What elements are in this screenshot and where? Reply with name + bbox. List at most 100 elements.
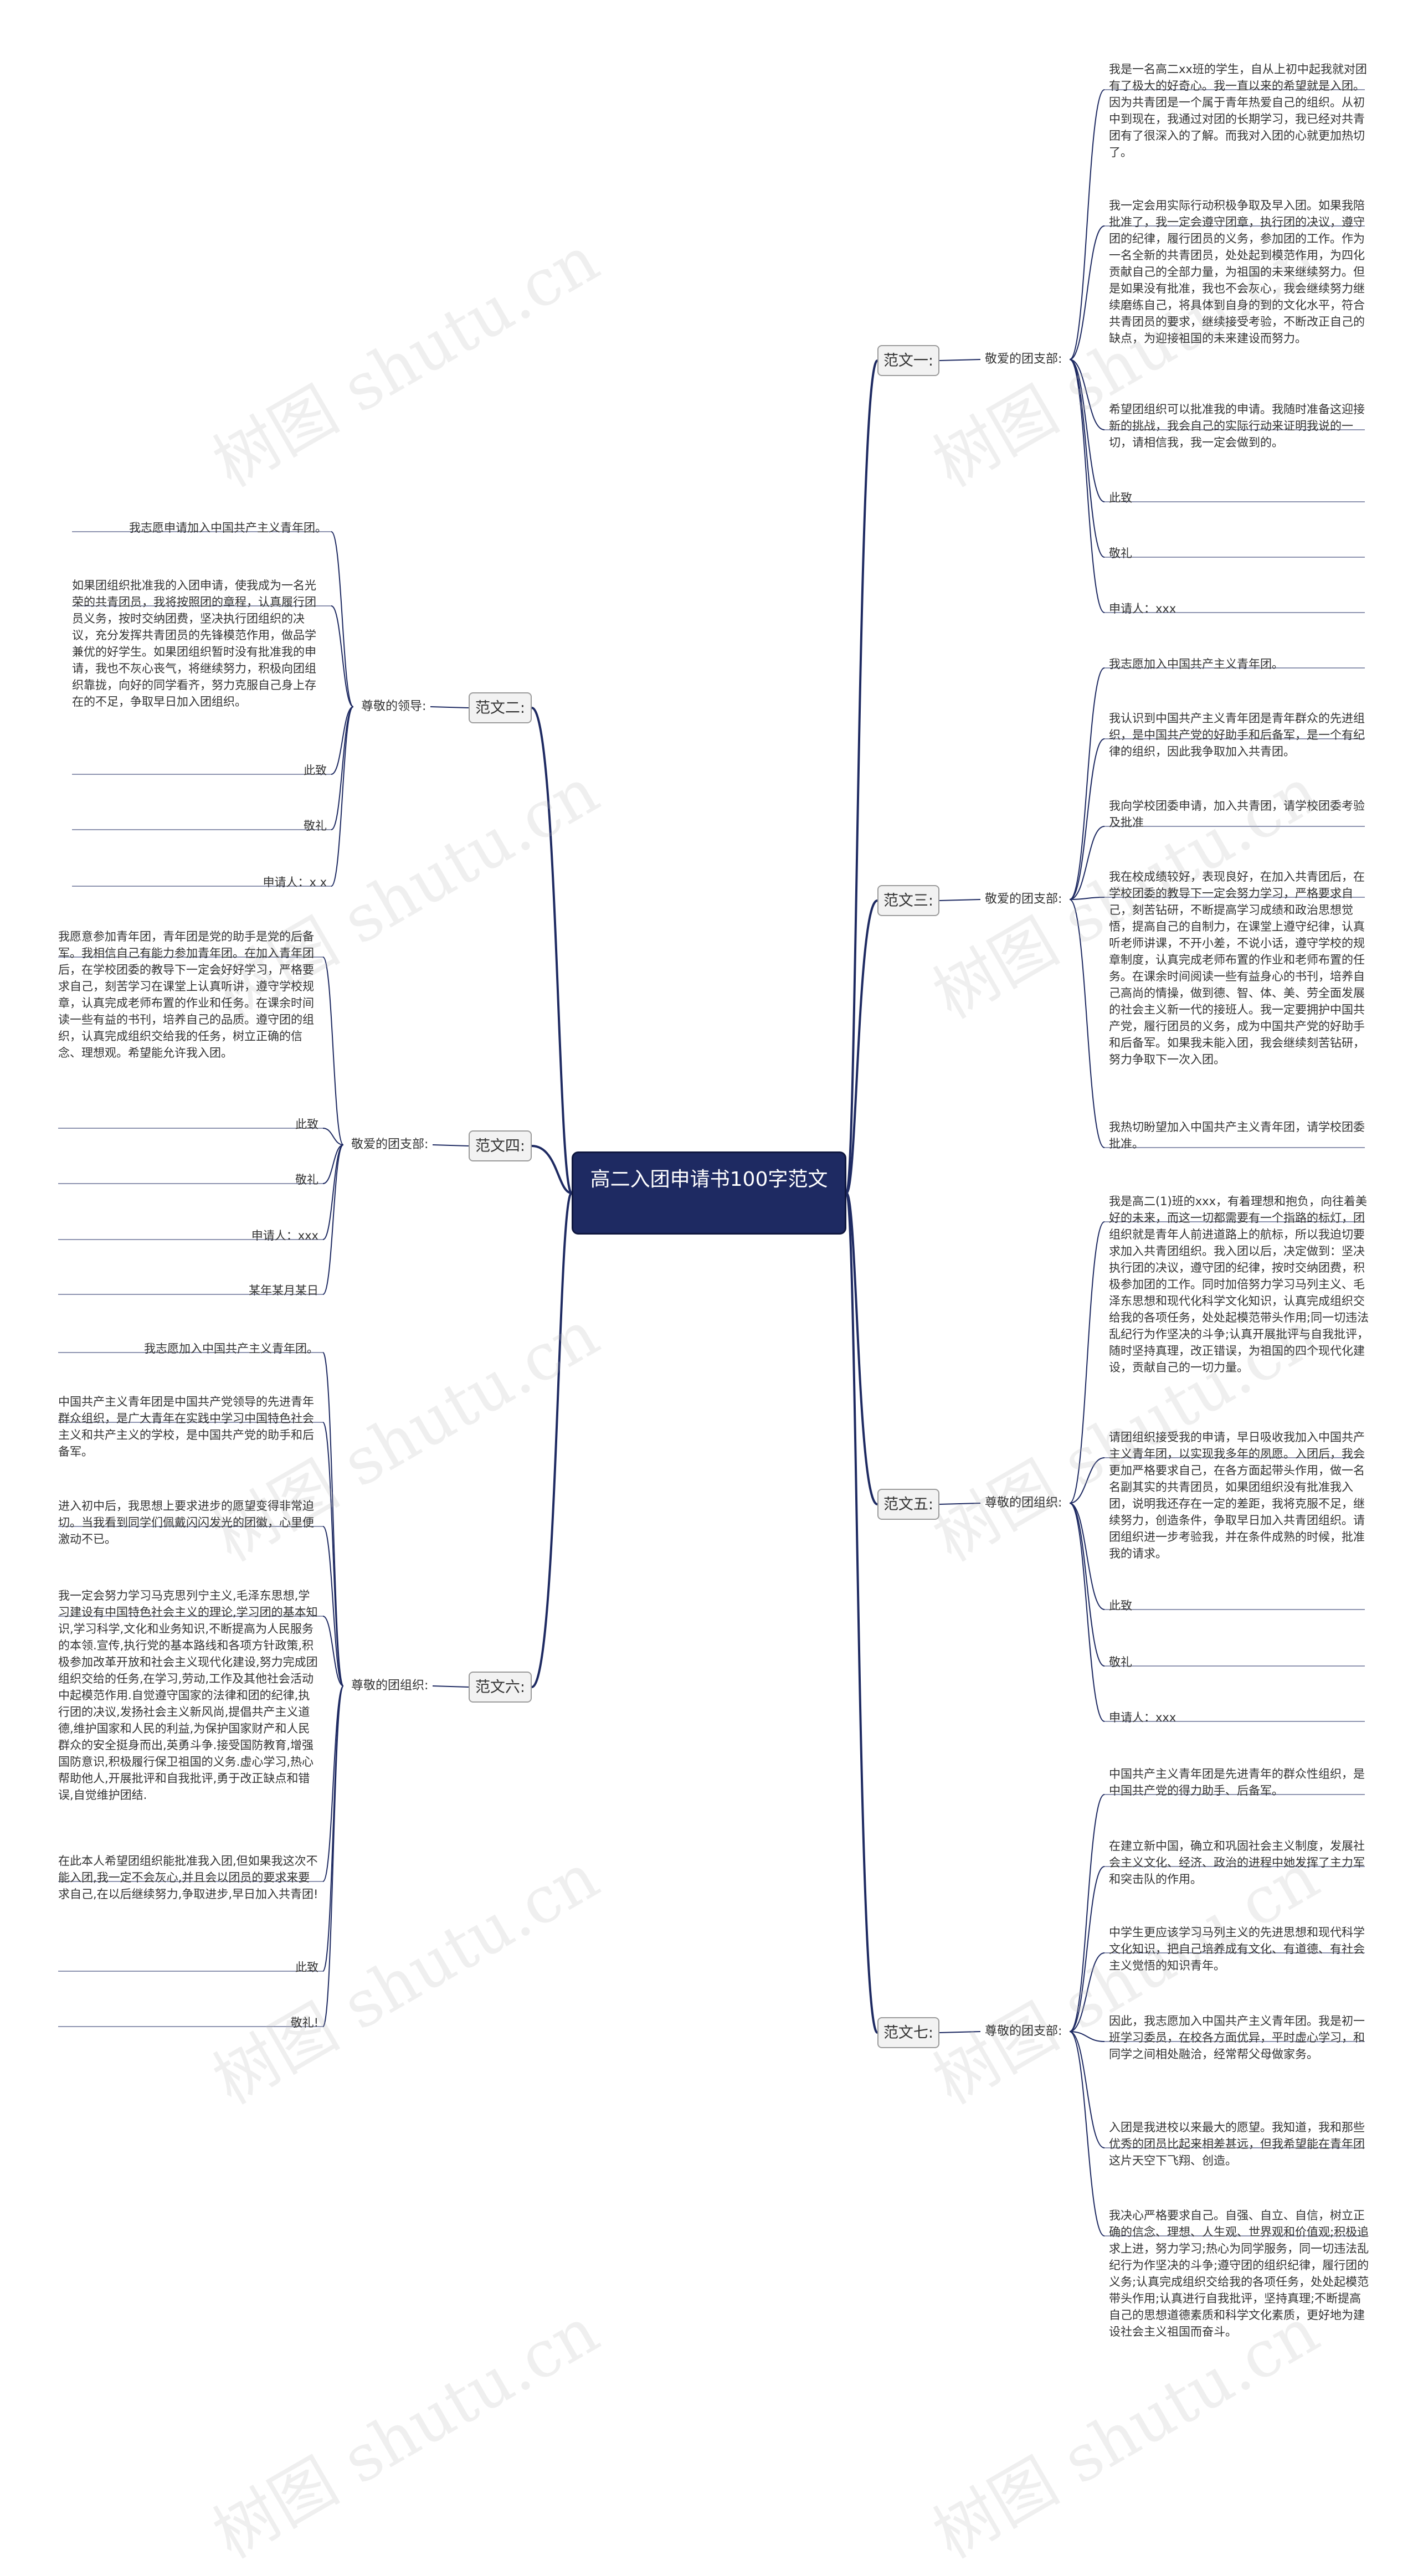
branch-7-leaf-1: 中国共产主义青年团是先进青年的群众性组织，是中国共产党的得力助手、后备军。 [1109,1767,1365,1797]
branch-2-to-salutation-line [430,706,469,708]
root-to-branch-4-line [531,1145,572,1194]
branch-1-leaf-3-line [1069,359,1105,430]
branch-2-salutation: 尊敬的领导: [361,700,427,713]
branch-5-leaf-1: 我是高二(1)班的xxx，有着理想和抱负，向往着美好的未来，而这一切都需要有一个… [1109,1195,1369,1374]
branch-4-leaf-4-line [322,1144,344,1240]
branch-1-leaf-3: 希望团组织可以批准我的申请。我随时准备这迎接新的挑战，我会自己的实际行动来证明我… [1109,403,1365,449]
branch-7-leaf-3: 中学生更应该学习马列主义的先进思想和现代科学文化知识，把自己培养成有文化、有道德… [1109,1926,1365,1972]
branch-6-leaf-7-line [322,1685,344,2027]
branch-6: 范文六: [469,1672,532,1703]
connector-lines [58,89,1365,2236]
branch-1-leaf-6-line [1069,359,1105,613]
branch-2-leaf-3: 此致 [304,764,327,777]
branch-5-leaf-1-line [1069,1221,1105,1504]
branch-2-leaf-4: 敬礼 [304,819,327,832]
branch-5-leaf-5-line [1069,1503,1105,1722]
branch-6-leaf-3: 进入初中后，我思想上要求进步的愿望变得非常迫切。当我看到同学们佩戴闪闪发光的团徽… [58,1499,314,1546]
branch-6-leaf-1: 我志愿加入中国共产主义青年团。 [144,1342,318,1355]
root-to-branch-2-line [531,707,573,1194]
branch-1-leaf-5-line [1069,359,1105,558]
branch-4-leaf-2: 此致 [295,1118,318,1131]
branch-6-leaf-5-line [322,1685,344,1882]
branch-3-leaf-1-line [1069,667,1105,900]
branch-2-leaf-3-line [331,706,354,775]
branch-6-leaf-7: 敬礼! [290,2016,318,2029]
branch-6-leaf-6: 此致 [295,1961,318,1974]
branch-6-leaf-5: 在此本人希望团组织能批准我入团,但如果我这次不能入团,我一定不会灰心,并且会以团… [58,1854,318,1901]
branch-2-leaf-4-line [331,706,354,830]
branch-7-leaf-2-line [1069,1866,1105,2032]
branch-5-to-salutation-line [939,1503,981,1505]
root-to-branch-5-line [845,1192,878,1505]
root-topic: 高二入团申请书100字范文 [572,1151,846,1235]
branch-3-leaf-3: 我向学校团委申请，加入共青团，请学校团委考验及批准 [1109,799,1365,829]
branch-5-leaf-2: 请团组织接受我的申请，早日吸收我加入中国共产主义青年团，以实现我多年的夙愿。入团… [1109,1431,1365,1560]
branch-7-leaf-4: 因此，我志愿加入中国共产主义青年团。我是初一班学习委员，在校各方面优异，平时虚心… [1109,2014,1365,2061]
branch-1-salutation: 敬爱的团支部: [985,352,1062,366]
branch-3-leaf-2: 我认识到中国共产主义青年团是青年群众的先进组织，是中国共产党的好助手和后备军，是… [1109,712,1365,758]
branch-5-leaf-5: 申请人：xxx [1109,1711,1176,1724]
branch-4-leaf-5-line [322,1144,344,1295]
branch-6-to-salutation-line [432,1685,469,1688]
branch-7-leaf-4-line [1069,2031,1105,2042]
branch-5-salutation: 尊敬的团组织: [985,1496,1062,1510]
branch-1-leaf-5: 敬礼 [1109,547,1132,560]
branch-6-leaf-2-line [322,1422,344,1687]
branch-3-leaf-5: 我热切盼望加入中国共产主义青年团，请学校团委批准。 [1109,1120,1365,1150]
branch-4-leaf-1-line [322,957,344,1145]
branch-7-leaf-5-line [1069,2031,1105,2148]
branch-6-salutation: 尊敬的团组织: [351,1679,429,1693]
branch-7-salutation: 尊敬的团支部: [985,2024,1062,2038]
branch-7-leaf-1-line [1069,1794,1105,2032]
branch-2-leaf-2-line [331,605,354,707]
branch-1-leaf-1: 我是一名高二xx班的学生，自从上初中起我就对团有了极大的好奇心。我一直以来的希望… [1109,63,1367,159]
branch-1-leaf-1-line [1069,89,1105,360]
branch-3: 范文三: [877,885,939,916]
branch-1-to-salutation-line [939,359,981,361]
branch-4-leaf-2-line [322,1128,344,1145]
branch-4-leaf-3-line [322,1144,344,1184]
branch-3-leaf-4: 我在校成绩较好，表现良好，在加入共青团后，在学校团委的教导下一定会努力学习，严格… [1109,870,1365,1066]
branch-3-leaf-2-line [1069,738,1105,900]
branch-4-leaf-1: 我愿意参加青年团，青年团是党的助手是党的后备军。我相信自己有能力参加青年团。在加… [58,930,314,1060]
branch-7-leaf-5: 入团是我进校以来最大的愿望。我知道，我和那些优秀的团员比起来相差甚远，但我希望能… [1109,2121,1365,2167]
branch-7-leaf-2: 在建立新中国，确立和巩固社会主义制度，发展社会主义文化、经济、政治的进程中她发挥… [1109,1839,1365,1886]
branch-1-leaf-4: 此致 [1109,491,1132,505]
root-to-branch-3-line [845,899,878,1194]
branch-3-salutation: 敬爱的团支部: [985,892,1062,906]
branch-5-leaf-3: 此致 [1109,1599,1132,1612]
branch-5-leaf-2-line [1069,1457,1105,1504]
branch-4-leaf-3: 敬礼 [295,1173,318,1186]
branch-5: 范文五: [877,1489,939,1520]
branch-2-leaf-1: 我志愿申请加入中国共产主义青年团。 [129,521,327,534]
branch-6-leaf-6-line [322,1685,344,1972]
branch-2: 范文二: [469,692,532,723]
branch-3-leaf-3-line [1069,826,1105,900]
branch-7-leaf-6-line [1069,2031,1105,2236]
branch-1: 范文一: [877,345,939,376]
branch-6-leaf-3-line [322,1526,344,1687]
root-to-branch-6-line [531,1192,573,1688]
root-to-branch-7-line [845,1192,878,2034]
branch-2-leaf-5: 申请人：x x [263,876,327,889]
branch-1-leaf-2: 我一定会用实际行动积极争取及早入团。如果我陪批准了，我一定会遵守团章，执行团的决… [1109,199,1365,345]
branch-2-leaf-2: 如果团组织批准我的入团申请，使我成为一名光荣的共青团员，我将按照团的章程，认真履… [72,579,316,708]
branch-6-leaf-4-line [322,1616,344,1687]
root-to-branch-1-line [845,359,878,1194]
branch-2-leaf-5-line [331,706,354,887]
branch-4: 范文四: [469,1130,532,1161]
branch-5-leaf-3-line [1069,1503,1105,1610]
branch-4-leaf-4: 申请人：xxx [251,1229,318,1242]
branch-2-leaf-1-line [331,531,354,707]
branch-5-leaf-4: 敬礼 [1109,1655,1132,1669]
branch-3-leaf-4-line [1069,897,1105,900]
branch-1-leaf-4-line [1069,359,1105,502]
branch-4-to-salutation-line [432,1144,469,1146]
branch-3-to-salutation-line [939,899,981,901]
branch-1-leaf-6: 申请人：xxx [1109,602,1176,615]
branch-1-leaf-2-line [1069,225,1105,360]
branch-4-salutation: 敬爱的团支部: [351,1138,429,1151]
branch-7: 范文七: [877,2017,939,2048]
branch-6-leaf-4: 我一定会努力学习马克思列宁主义,毛泽东思想,学习建设有中国特色社会主义的理论,学… [58,1589,318,1802]
branch-5-leaf-4-line [1069,1503,1105,1667]
